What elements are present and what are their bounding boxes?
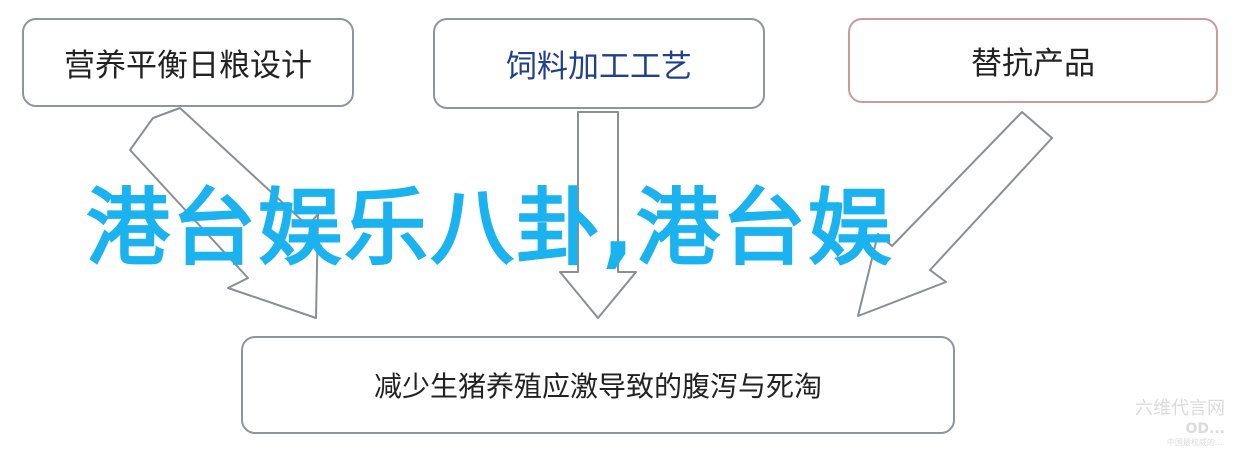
arrow-middle-to-bottom [559,111,637,319]
overlay-title: 港台娱乐八卦,港台娱 [86,179,894,277]
box-antibiotic-alternatives-label: 替抗产品 [971,46,1095,82]
box-diet-design: 营养平衡日粮设计 [22,18,354,107]
box-feed-processing: 饲料加工工艺 [433,18,765,109]
box-outcome: 减少生猪养殖应激导致的腹泻与死淘 [241,336,955,434]
watermark-line1: 六维代言网 [1135,398,1225,419]
watermark-line2: OD... [1185,421,1225,437]
arrow-left-to-bottom [129,107,319,319]
box-antibiotic-alternatives: 替抗产品 [848,18,1218,103]
watermark-line3: 中国最权威的.... [1166,438,1225,447]
arrow-right-to-bottom [857,111,1053,317]
box-diet-design-label: 营养平衡日粮设计 [64,48,312,84]
box-outcome-label: 减少生猪养殖应激导致的腹泻与死淘 [373,370,822,403]
box-feed-processing-label: 饲料加工工艺 [506,49,692,85]
watermark: 六维代言网 OD... 中国最权威的.... [1065,398,1225,458]
